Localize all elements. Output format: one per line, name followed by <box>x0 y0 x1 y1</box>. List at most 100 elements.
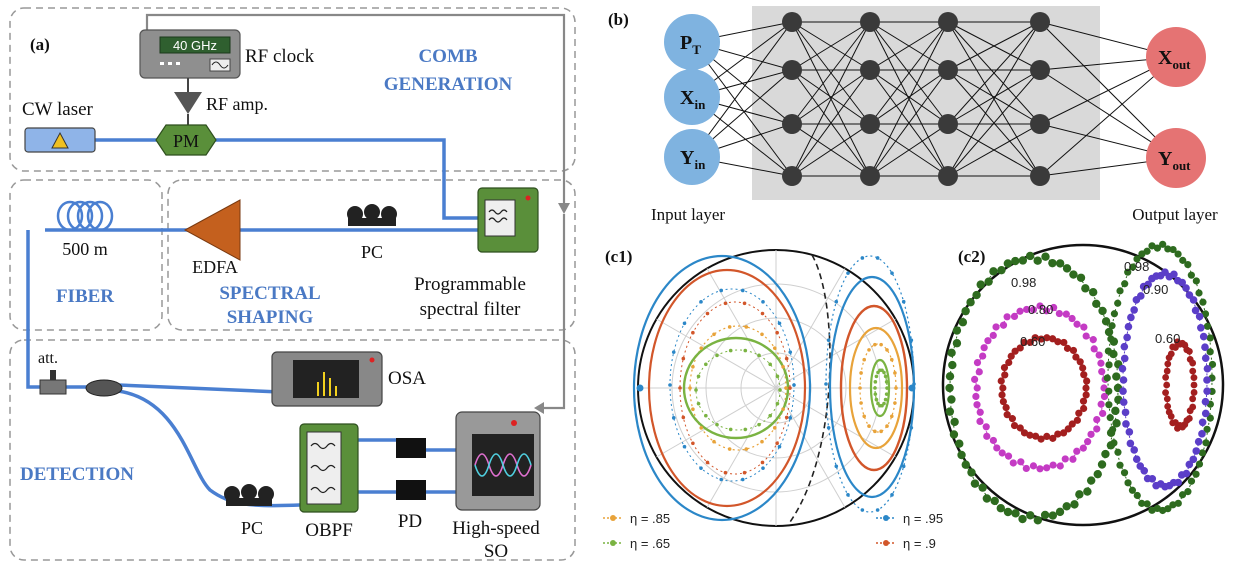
contour-label-098-right: 0.98 <box>1124 259 1149 274</box>
hidden-node <box>782 114 802 134</box>
c2-ring-060-left-point <box>1054 338 1062 346</box>
c2-ring-090-point <box>1130 306 1138 314</box>
hidden-node <box>938 166 958 186</box>
c1-sample-point <box>788 416 793 420</box>
edfa-label: EDFA <box>192 257 238 277</box>
c2-ring-098-right-point <box>1133 491 1141 500</box>
c2-ring-098-right-point <box>1133 255 1141 263</box>
c2-ring-090-point <box>1127 313 1135 322</box>
c2-ring-098-left-point <box>948 360 957 370</box>
c1-sample-point <box>757 422 761 427</box>
c2-ring-080-point <box>979 352 987 360</box>
c2-ring-060-left-point <box>1069 346 1078 355</box>
c2-ring-098-right-point <box>1203 425 1211 433</box>
c2-ring-080-point <box>1003 313 1011 321</box>
c2-ring-060-right-point <box>1163 381 1171 389</box>
c1-sample-point <box>826 425 831 430</box>
c2-ring-060-right-point <box>1164 360 1172 368</box>
c2-ring-090-point <box>1143 474 1152 483</box>
c2-ring-098-left-point <box>947 348 956 358</box>
c2-ring-080-point <box>975 368 983 376</box>
hidden-node <box>1030 12 1050 32</box>
c2-ring-080-point <box>989 436 997 445</box>
rf-dot <box>160 62 164 65</box>
hidden-node <box>860 166 880 186</box>
c2-ring-080-point <box>1073 320 1081 328</box>
c1-sample-point <box>694 388 698 392</box>
c1-sample-point <box>682 321 687 326</box>
c2-ring-080-point <box>982 423 990 431</box>
c1-sample-point <box>860 508 865 512</box>
c1-sample-point <box>824 382 828 386</box>
c1-sample-point <box>826 338 831 343</box>
nn-edge <box>947 123 1041 177</box>
c2-ring-080-point <box>1080 323 1088 331</box>
c1-sample-point <box>884 392 889 396</box>
c1-curve-eta65-left <box>682 336 790 440</box>
c2-ring-060-left-point <box>1005 358 1013 367</box>
osa-led <box>369 357 375 363</box>
c2-ring-090-point <box>1201 354 1210 362</box>
c2-ring-098-left-point <box>989 267 998 276</box>
legend-eta-9: η = .9 <box>903 536 936 551</box>
c2-ring-060-right-point <box>1165 408 1173 416</box>
hidden-node <box>860 60 880 80</box>
osa-screen <box>293 360 359 398</box>
c1-sample-point <box>712 439 716 444</box>
hidden-node <box>860 114 880 134</box>
c2-ring-080-point <box>1061 455 1069 463</box>
c2-ring-080-point <box>1016 307 1024 315</box>
c1-sample-point <box>719 477 724 482</box>
c2-ring-098-left-point <box>945 407 955 416</box>
pm-label: PM <box>173 131 199 151</box>
c1-curve-eta95-left <box>632 254 812 522</box>
c2-ring-080-point <box>1073 447 1081 455</box>
c1-sample-point <box>681 415 686 420</box>
c2-ring-098-left-point <box>1062 264 1072 273</box>
c2-ring-098-left-point <box>945 372 955 381</box>
c1-sample-point <box>862 414 867 419</box>
c1-sample-point <box>867 424 871 428</box>
c2-ring-080-point <box>976 408 984 416</box>
c2-ring-060-left-point <box>1008 415 1016 423</box>
c1-sample-point <box>883 374 888 379</box>
nn-edge <box>947 69 1041 177</box>
c2-ring-080-point <box>1062 310 1070 318</box>
c1-sample-point <box>727 325 732 329</box>
c2-ring-098-left-point <box>1003 259 1013 268</box>
grid-spoke <box>656 318 896 458</box>
c2-ring-098-right-point <box>1103 374 1111 382</box>
c2-ring-080-point <box>1079 444 1087 452</box>
c1-sample-point <box>890 271 894 275</box>
c2-ring-060-right-point <box>1169 419 1177 427</box>
so-label-2: SO <box>484 541 508 562</box>
c1-sample-point <box>704 362 708 367</box>
c1-sample-point <box>691 441 695 446</box>
c2-ring-098-right-point <box>1143 247 1151 255</box>
c2-ring-098-left-point <box>966 298 975 307</box>
c2-ring-098-left-point <box>1086 476 1096 485</box>
c2-ring-090-point <box>1198 418 1207 427</box>
c1-sample-point <box>846 271 850 275</box>
c2-ring-098-right-point <box>1199 298 1207 306</box>
c2-ring-098-left-point <box>949 430 959 439</box>
hidden-node <box>860 12 880 32</box>
c2-ring-090-point <box>1189 296 1198 304</box>
c2-ring-060-right-point <box>1190 374 1198 382</box>
c1-sample-point <box>846 493 850 497</box>
c2-ring-098-right-point <box>1208 360 1217 369</box>
output-node <box>1146 27 1206 87</box>
c2-ring-098-right-point <box>1179 256 1187 264</box>
c2-ring-080-point <box>973 401 981 409</box>
c2-ring-090-point <box>1177 471 1186 479</box>
c1-sample-point <box>775 374 780 379</box>
c1-sample-point <box>873 380 878 384</box>
c2-ring-098-left-point <box>955 439 964 448</box>
c1-sample-point <box>712 332 716 337</box>
c2-ring-098-right-point <box>1201 310 1210 318</box>
c2-ring-090-point <box>1170 270 1178 279</box>
c1-sample-point <box>873 392 878 396</box>
c2-ring-098-left-point <box>1040 510 1050 520</box>
c2-ring-098-right-point <box>1198 449 1206 457</box>
